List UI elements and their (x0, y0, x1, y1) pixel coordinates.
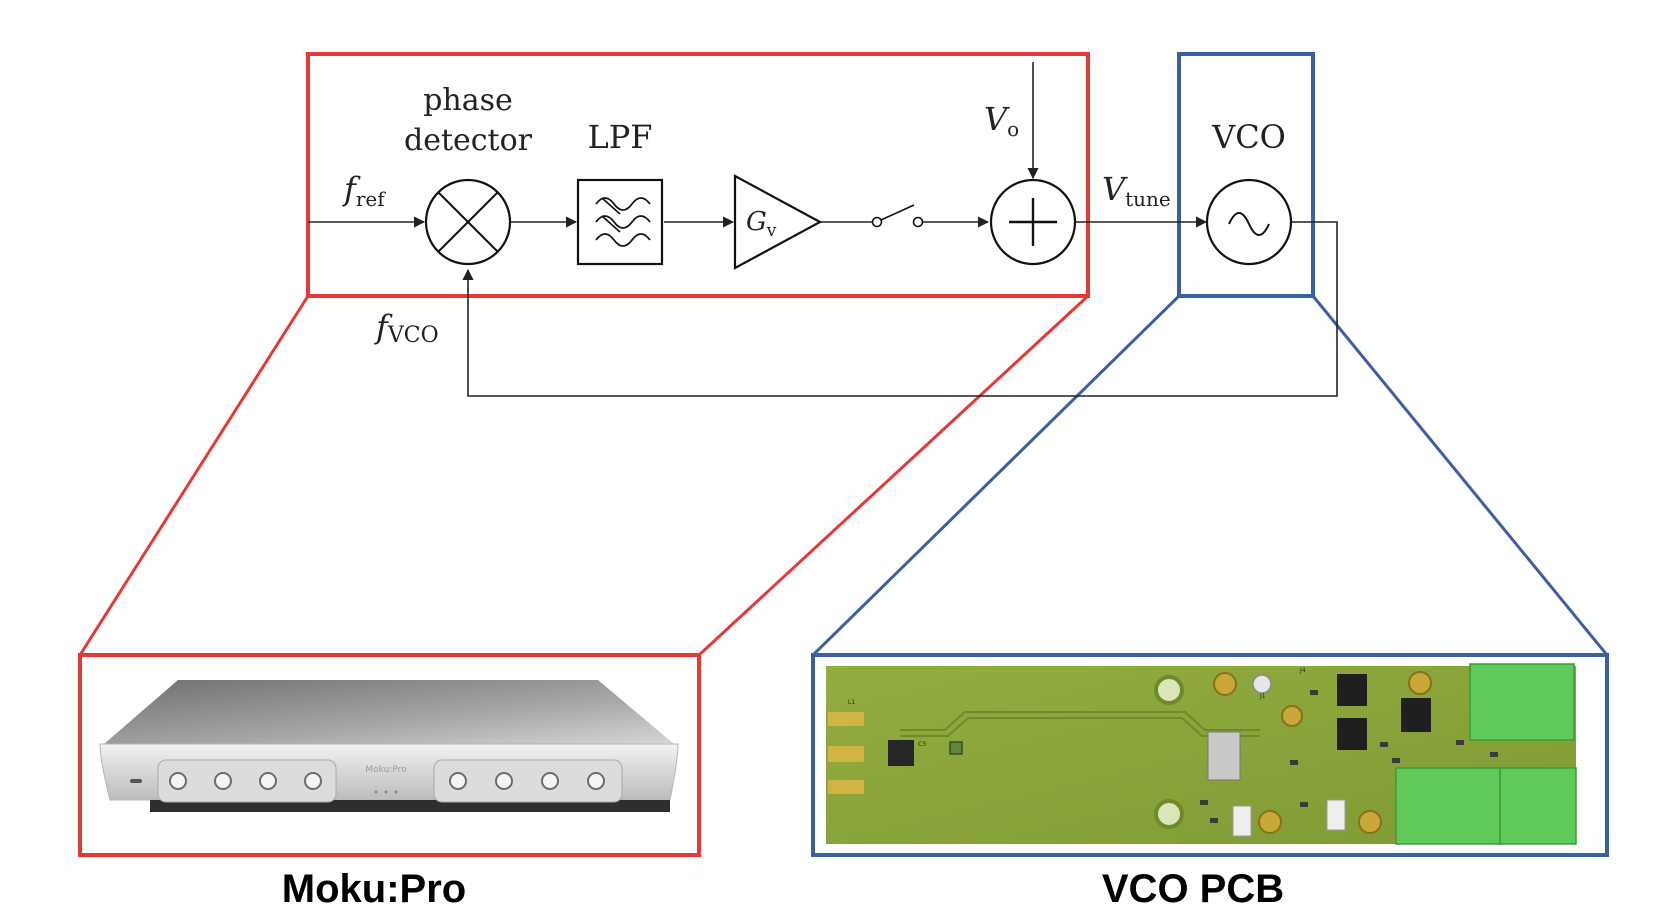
moku-base (150, 800, 670, 812)
svg-text:J4: J4 (1299, 667, 1306, 674)
moku-status-dots (374, 790, 398, 794)
blue-zoom-line-left (811, 294, 1181, 657)
red-zoom-line-right (697, 294, 1090, 657)
red-zoom-line-left (78, 295, 310, 656)
pll-controller-box (306, 52, 1090, 298)
moku-ports-right (449, 772, 605, 790)
svg-text:L1: L1 (848, 699, 855, 706)
moku-brand-label: Moku:Pro (365, 765, 407, 775)
moku-top-surface (104, 680, 674, 744)
pcb-photo-box (811, 653, 1609, 857)
vco-box (1177, 52, 1315, 298)
label-v-o: Vo (984, 100, 1019, 141)
caption-moku: Moku:Pro (282, 867, 466, 906)
blue-zoom-line-right (1311, 295, 1609, 656)
sine-source-icon (1205, 178, 1293, 266)
switch-icon (871, 204, 924, 228)
summer-icon (989, 178, 1077, 266)
lowpass-filter-icon (576, 178, 664, 266)
label-phase-detector-line2: detector (404, 123, 533, 158)
moku-photo-box (78, 653, 701, 857)
label-v-tune: Vtune (1102, 170, 1171, 211)
vco-pcb-board: L1 C3 J1 J4 (826, 663, 1577, 845)
label-vco: VCO (1211, 118, 1286, 156)
moku-ports-left (169, 772, 322, 790)
pcb-terminal-blocks (1395, 663, 1577, 845)
amplifier-icon (733, 174, 823, 270)
moku-pro-device: Moku:Pro (99, 680, 679, 812)
moku-port-panel-right (433, 759, 623, 803)
label-gain: Gv (746, 207, 777, 241)
label-phase-detector-line1: phase (423, 83, 513, 118)
label-lpf: LPF (588, 118, 653, 156)
svg-text:J1: J1 (1259, 693, 1266, 700)
svg-text:C3: C3 (918, 741, 926, 748)
label-f-ref: fref (342, 170, 386, 211)
caption-vco-pcb: VCO PCB (1102, 867, 1284, 906)
label-f-vco: fVCO (374, 308, 439, 348)
moku-power-led (130, 779, 142, 783)
mixer-icon (424, 178, 512, 266)
moku-port-panel-left (157, 759, 337, 803)
